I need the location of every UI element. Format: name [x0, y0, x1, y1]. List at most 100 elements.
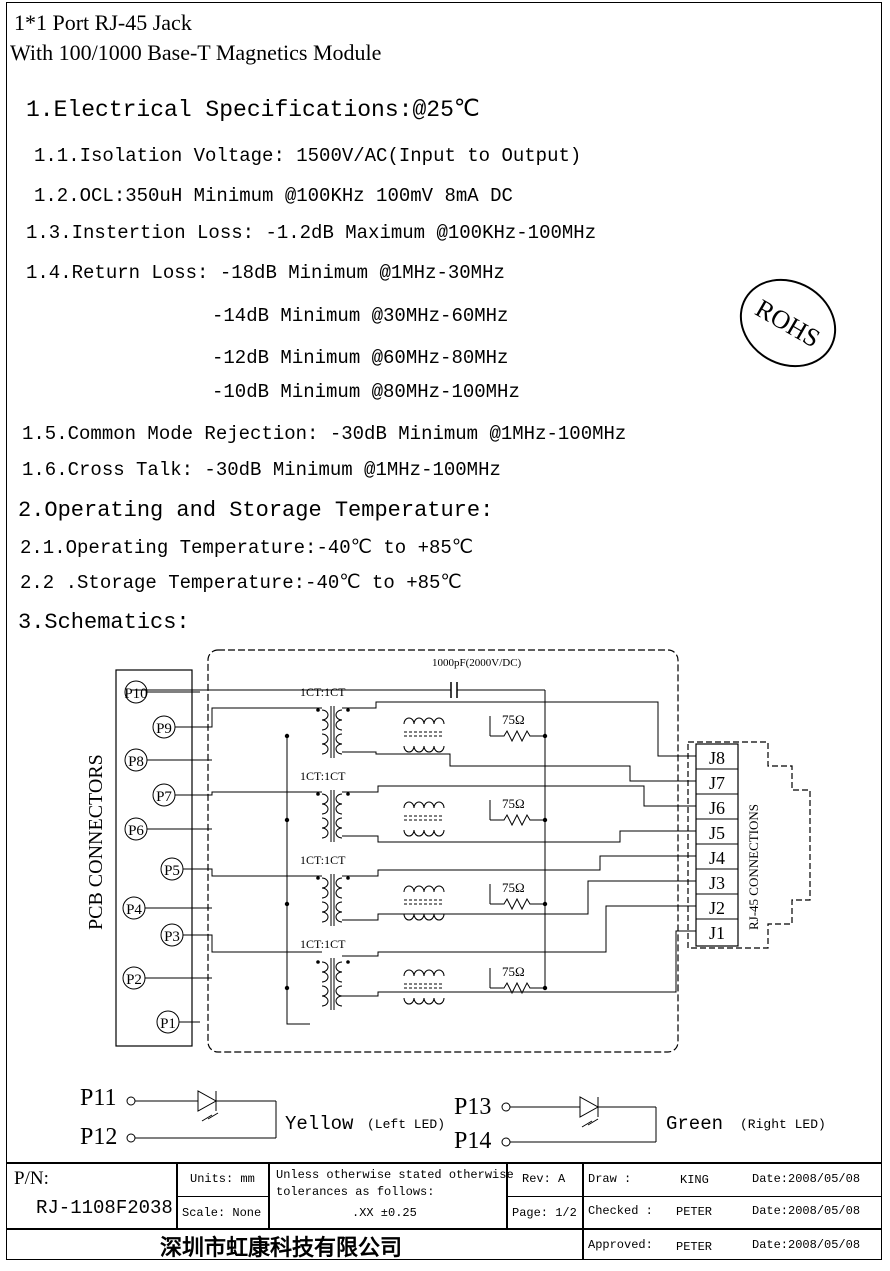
rj45-pin-j3: J3	[709, 873, 725, 893]
checked-label: Checked :	[588, 1204, 653, 1218]
pcb-pin-p7: P7	[156, 789, 172, 805]
choke-coil	[403, 885, 445, 893]
choke-coil	[403, 969, 445, 977]
yellow-note: (Left LED)	[367, 1117, 446, 1132]
approved-name: PETER	[676, 1240, 713, 1254]
resistor	[490, 729, 545, 743]
transformer-coil	[335, 733, 343, 755]
spec-1-4b: -14dB Minimum @30MHz-60MHz	[212, 305, 509, 327]
resistor-label: 75Ω	[502, 712, 525, 727]
resistor	[490, 897, 545, 911]
pcb-pin-p4: P4	[126, 902, 142, 918]
ratio-label: 1CT:1CT	[300, 685, 346, 699]
spec-1-6: 1.6.Cross Talk: -30dB Minimum @1MHz-100M…	[22, 459, 501, 481]
green-led-icon	[579, 1096, 600, 1118]
rohs-stamp: ROHS	[739, 278, 837, 368]
rj45-pin-j8: J8	[709, 748, 725, 768]
wire	[183, 868, 322, 877]
rj45-outline	[687, 741, 811, 949]
rj45-pin-j7: J7	[709, 773, 725, 793]
green-label: Green	[666, 1113, 724, 1135]
dot-marker	[346, 708, 350, 712]
checked-name: PETER	[676, 1205, 713, 1219]
scale: Scale: None	[182, 1206, 262, 1220]
spec-1-5: 1.5.Common Mode Rejection: -30dB Minimum…	[22, 423, 627, 445]
choke-coil	[403, 801, 445, 809]
tolerance-line-2: tolerances as follows:	[276, 1185, 435, 1199]
pcb-pin-p8: P8	[128, 754, 144, 770]
led-circuits	[126, 1090, 657, 1147]
spec-1-4c: -12dB Minimum @60MHz-80MHz	[212, 347, 509, 369]
resistor-label: 75Ω	[502, 964, 525, 979]
dot-marker	[316, 792, 320, 796]
pcb-pin-p2: P2	[126, 972, 142, 988]
spec-1-3: 1.3.Instertion Loss: -1.2dB Maximum @100…	[26, 222, 597, 244]
units: Units: mm	[190, 1172, 255, 1186]
tolerance-value: .XX ±0.25	[352, 1206, 417, 1220]
draw-label: Draw :	[588, 1172, 632, 1186]
ratio-label: 1CT:1CT	[300, 853, 346, 867]
j-pin-box	[695, 743, 739, 947]
pcb-connector-box	[115, 669, 193, 1047]
pcb-pin-p10: P10	[124, 686, 147, 702]
transformer-coil	[335, 817, 343, 839]
transformer-coil	[321, 733, 329, 755]
draw-date: Date:2008/05/08	[752, 1172, 861, 1186]
green-note: (Right LED)	[740, 1117, 826, 1132]
transformer-coil	[321, 901, 329, 923]
draw-name: KING	[680, 1173, 709, 1187]
dot-marker	[316, 960, 320, 964]
wire	[342, 785, 696, 807]
pin-p12-label: P12	[80, 1124, 118, 1150]
approved-date: Date:2008/05/08	[752, 1238, 861, 1252]
title-line-1: 1*1 Port RJ-45 Jack	[14, 10, 192, 35]
pin-p14-label: P14	[454, 1128, 492, 1154]
ratio-label: 1CT:1CT	[300, 937, 346, 951]
module-box	[207, 649, 679, 1053]
company-name: 深圳市虹康科技有限公司	[160, 1236, 403, 1261]
choke-coil	[403, 717, 445, 725]
yellow-label: Yellow	[285, 1113, 354, 1135]
dot-marker	[316, 876, 320, 880]
transformer-coil	[335, 901, 343, 923]
tolerance-line-1: Unless otherwise stated otherwise	[276, 1168, 514, 1182]
dot-marker	[346, 876, 350, 880]
wire	[183, 934, 322, 953]
resistor-label: 75Ω	[502, 796, 525, 811]
pin-p13-label: P13	[454, 1094, 492, 1120]
transformer-coil	[335, 793, 343, 815]
wire	[342, 855, 696, 877]
spec-1-1: 1.1.Isolation Voltage: 1500V/AC(Input to…	[34, 145, 582, 167]
rj45-pin-j1: J1	[709, 923, 725, 943]
p11-terminal	[126, 1096, 136, 1106]
spec-1-4d: -10dB Minimum @80MHz-100MHz	[212, 381, 520, 403]
p14-terminal	[501, 1137, 511, 1147]
choke-coil	[403, 829, 445, 837]
rj45-pin-j6: J6	[709, 798, 725, 818]
p13-terminal	[501, 1102, 511, 1112]
drawing-frame	[6, 2, 882, 1260]
resistor-label: 75Ω	[502, 880, 525, 895]
resistor	[490, 813, 545, 827]
wire	[342, 905, 696, 957]
wire	[286, 736, 310, 1025]
wire	[342, 751, 696, 782]
transformer-coil	[321, 961, 329, 983]
rj45-pin-j5: J5	[709, 823, 725, 843]
rj45-pin-j2: J2	[709, 898, 725, 918]
dot-marker	[346, 792, 350, 796]
transformer-coil	[321, 709, 329, 731]
section-1-heading: 1.Electrical Specifications:@25℃	[26, 97, 480, 123]
wire	[175, 707, 322, 728]
yellow-led-icon	[197, 1090, 218, 1112]
pcb-pin-p3: P3	[164, 929, 180, 945]
transformer-coil	[335, 709, 343, 731]
approved-label: Approved:	[588, 1238, 653, 1252]
spec-2-1: 2.1.Operating Temperature:-40℃ to +85℃	[20, 537, 474, 559]
checked-date: Date:2008/05/08	[752, 1204, 861, 1218]
dot-marker	[316, 708, 320, 712]
wire	[342, 930, 696, 997]
choke-coil	[403, 745, 445, 753]
transformer-coil	[335, 961, 343, 983]
